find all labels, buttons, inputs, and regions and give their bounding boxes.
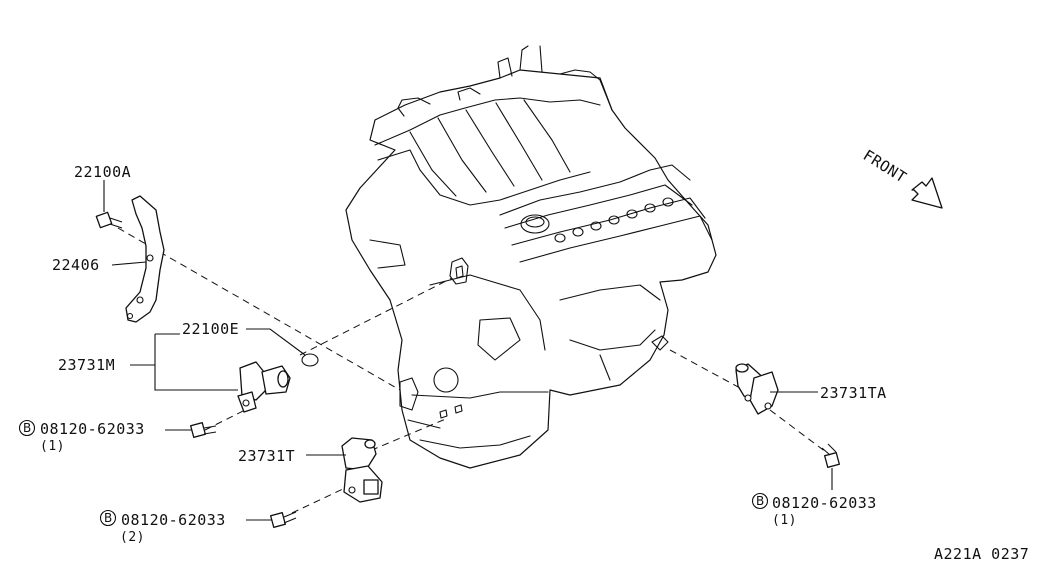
label-23731m: 23731M	[58, 356, 115, 374]
sensor-port-right	[651, 335, 669, 351]
bolt-right-drawing	[821, 443, 840, 468]
bolt-22100a-drawing	[95, 211, 123, 229]
block-boss	[433, 367, 459, 393]
bolt-symbol-left-text: B	[23, 421, 31, 435]
bolt-symbol-left	[18, 419, 36, 437]
oring-22100e-drawing	[301, 353, 319, 367]
bolt-symbol-right	[751, 492, 769, 510]
front-arrow-icon	[911, 177, 943, 209]
label-23731t: 23731T	[238, 447, 295, 465]
bolt-symbol-bottom-text: B	[104, 511, 112, 525]
sensor-port-upper	[449, 257, 469, 285]
label-bolt-bottom-part: 08120-62033	[121, 511, 226, 529]
spark-plug-row	[554, 197, 674, 243]
label-23731ta: 23731TA	[820, 384, 887, 402]
oil-cap	[520, 214, 550, 234]
bolt-left-drawing	[190, 422, 217, 438]
sensor-23731t-drawing	[341, 437, 383, 503]
front-direction-indicator: FRONT	[860, 146, 943, 209]
label-bolt-left-part: 08120-62033	[40, 420, 145, 438]
figure-code: A221A 0237	[934, 545, 1029, 563]
label-bolt-right-part: 08120-62033	[772, 494, 877, 512]
leader-lines	[103, 180, 833, 521]
bolt-bottom-drawing	[270, 511, 297, 528]
bolt-symbol-right-text: B	[756, 494, 764, 508]
label-bolt-right-qty: (1)	[772, 513, 797, 528]
label-bolt-bottom-qty: (2)	[120, 530, 145, 545]
label-22100e: 22100E	[182, 320, 239, 338]
label-bolt-left-qty: (1)	[40, 439, 65, 454]
sensor-23731m-drawing	[237, 361, 291, 413]
engine-block-illustration	[345, 45, 717, 469]
label-22100a: 22100A	[74, 163, 131, 181]
front-label: FRONT	[860, 146, 910, 187]
bracket-22406-drawing	[125, 195, 165, 323]
sensor-23731ta-drawing	[735, 363, 779, 415]
bolt-symbol-bottom	[99, 509, 117, 527]
label-22406: 22406	[52, 256, 100, 274]
